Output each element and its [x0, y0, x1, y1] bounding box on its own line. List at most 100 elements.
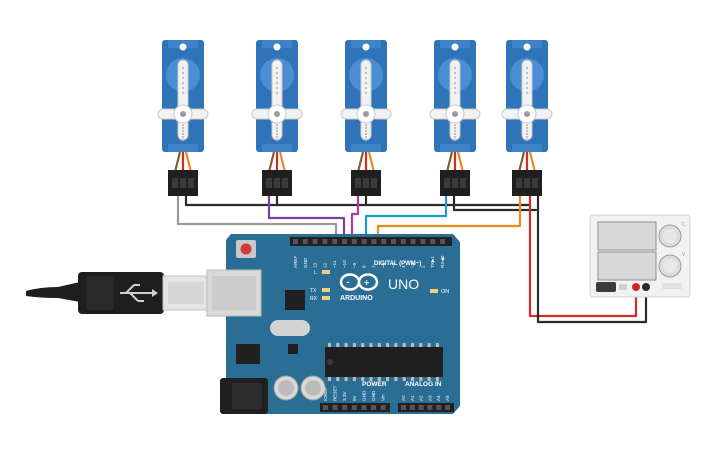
pin-label: 8 [362, 265, 367, 268]
servo-screw-hole [273, 43, 281, 51]
servo-horn-screw [274, 111, 280, 117]
pin-label: RX◀0 [440, 255, 445, 268]
servo-horn-hole [181, 123, 185, 127]
servo-horn-hole [275, 81, 279, 85]
supply-display-voltage [597, 251, 657, 281]
usb-cable[interactable] [26, 272, 210, 314]
pin-label: A3 [427, 395, 432, 401]
servo-connector-slot [266, 178, 272, 188]
servo-horn-hole [453, 76, 457, 80]
header-hole [312, 239, 318, 244]
wire-gnd-black [536, 194, 648, 324]
header-hole [420, 239, 426, 244]
chip-pin [344, 343, 348, 347]
power-supply[interactable]: C V [589, 214, 691, 298]
chip-pin [411, 377, 414, 381]
servo-horn-hole [364, 71, 368, 75]
header-hole [418, 405, 424, 410]
chip-pin [411, 343, 414, 347]
servo-3[interactable] [340, 40, 392, 196]
chip-pin [377, 377, 381, 381]
chip-pin [377, 343, 381, 347]
led-on-label: ON [441, 289, 449, 295]
digital-label: DIGITAL (PWM~) [374, 261, 421, 267]
servo-horn-hole [181, 71, 185, 75]
header-hole [391, 239, 396, 244]
header-hole [332, 405, 338, 410]
servo-horn-hole [181, 91, 185, 95]
servo-2[interactable] [251, 40, 303, 196]
chip-pin [419, 343, 423, 347]
servo-horn-hole [525, 126, 529, 130]
current-knob-dot [663, 229, 677, 243]
logo-minus: - [347, 277, 350, 287]
chip-pin [435, 343, 439, 347]
servo-horn-screw [180, 111, 186, 117]
servo-horn-hole [525, 132, 529, 136]
servo-lead-wire [173, 151, 182, 173]
servo-horn-screw [452, 111, 458, 117]
small-chip [288, 344, 298, 354]
supply-logo [662, 283, 682, 289]
servo-horn-hole [364, 138, 368, 142]
pin-label: GND [371, 390, 376, 401]
header-hole [401, 405, 406, 410]
servo-horn-hole [181, 81, 185, 85]
chip-pin [369, 377, 373, 381]
servo-5[interactable] [501, 40, 553, 196]
analog-header[interactable] [398, 403, 454, 412]
led-l-label: L [314, 270, 317, 276]
pin-label: A0 [401, 395, 406, 401]
servo-horn-hole [275, 138, 279, 142]
header-hole [323, 405, 328, 410]
pin-label: ~11 [332, 260, 337, 268]
header-hole [351, 239, 357, 244]
servo-connector-slot [460, 178, 466, 188]
servo-connector-slot [274, 178, 280, 188]
pin-label: Vin [381, 394, 386, 401]
pin-label: ~3 [411, 262, 416, 268]
supply-terminal-negative[interactable] [642, 283, 650, 291]
servo-horn-hole [181, 129, 185, 133]
wire-vcc-red [528, 194, 638, 318]
voltage-knob-label: V [682, 252, 686, 258]
usb-plug-grip [86, 276, 114, 310]
servo-horn-hole [525, 129, 529, 133]
header-hole [409, 405, 415, 410]
pin-label: A1 [410, 395, 415, 401]
header-hole [430, 239, 436, 244]
servo-horn-hole [181, 86, 185, 90]
header-hole [381, 239, 387, 244]
servo-lead-wire [184, 151, 193, 173]
pin-label: A4 [436, 395, 441, 401]
servo-connector-slot [188, 178, 194, 188]
servo-horn-hole [525, 71, 529, 75]
servo-lead-wire [367, 151, 376, 173]
servo-1[interactable] [157, 40, 209, 196]
header-hole [440, 239, 445, 244]
chip-pin [328, 377, 331, 381]
servo-horn-hole [453, 91, 457, 95]
pin-label: TX▶1 [430, 256, 435, 268]
reset-button-cap [240, 243, 252, 255]
supply-power-switch[interactable] [596, 282, 616, 292]
servo-horn-hole [275, 66, 279, 70]
pin-label: 4 [401, 265, 406, 268]
servo-horn-hole [453, 66, 457, 70]
digital-header[interactable] [290, 237, 452, 246]
wire-servo4-gnd [452, 194, 538, 212]
usb-cable-tail [26, 282, 80, 302]
header-hole [293, 239, 298, 244]
servo-horn-screw [363, 111, 369, 117]
servo-horn-hole [364, 126, 368, 130]
supply-terminal-positive[interactable] [632, 283, 640, 291]
usb-connector-inner [168, 282, 204, 304]
servo-lead-wire [517, 151, 526, 173]
servo-horn-hole [525, 76, 529, 80]
servo-4[interactable] [429, 40, 481, 196]
servo-horn-hole [275, 132, 279, 136]
